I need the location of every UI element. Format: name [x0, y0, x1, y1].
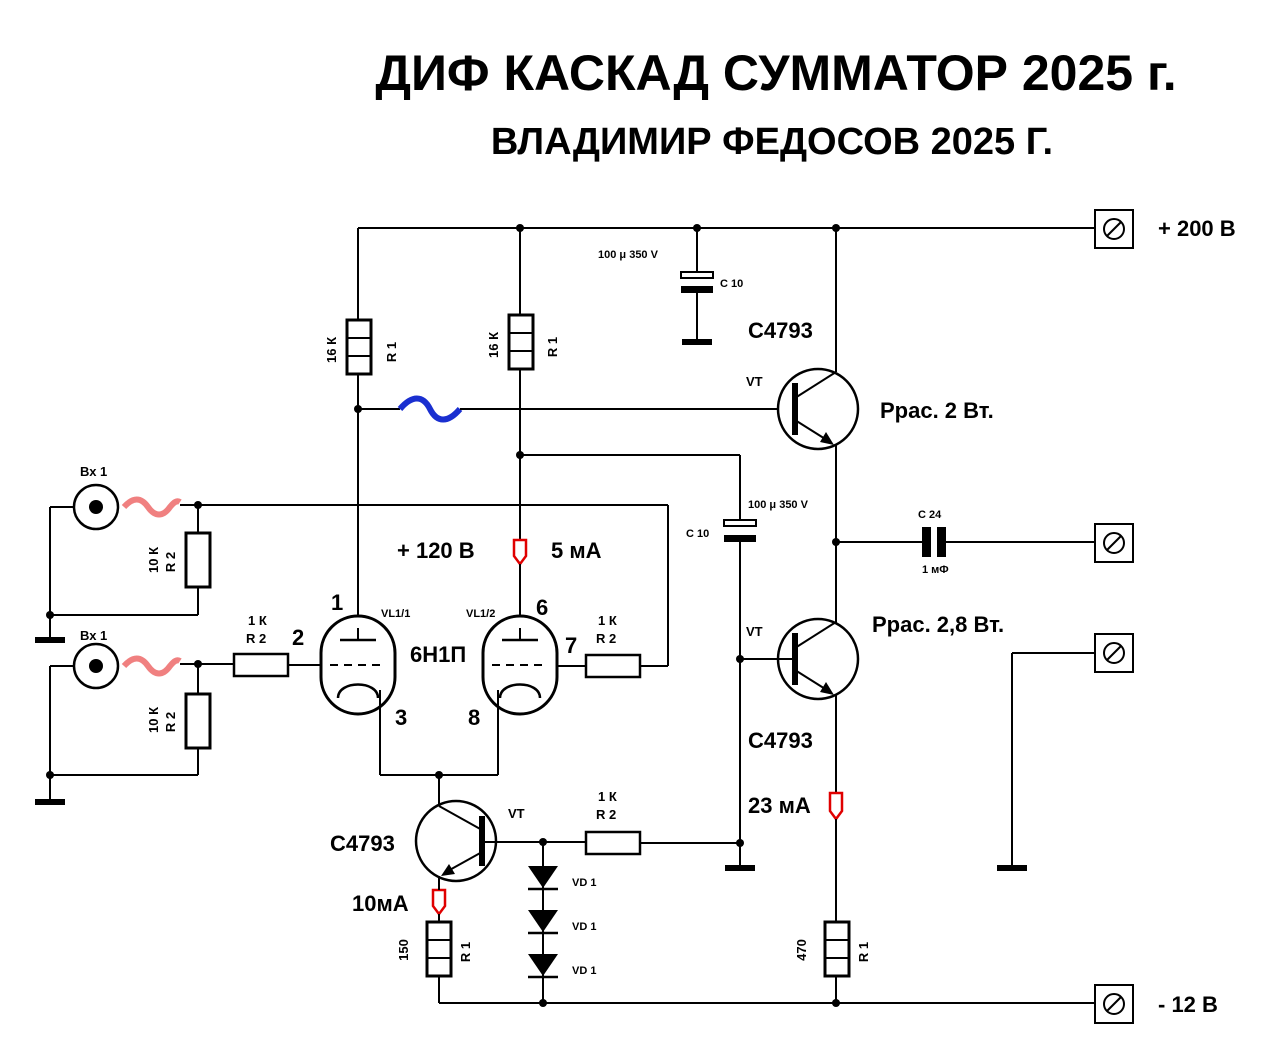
c10-mid-ref: С 10 [686, 528, 709, 540]
current-probe-23ma [828, 791, 844, 822]
diode-vd1-a [528, 866, 558, 891]
diode-vd1-c [528, 954, 558, 979]
vd1-label-a: VD 1 [572, 877, 596, 889]
c10-top-ref: С 10 [720, 278, 743, 290]
c10-mid-value: 100 μ 350 V [748, 499, 809, 511]
r1-right-ref: R 1 [545, 337, 560, 357]
input-jack-1[interactable] [72, 483, 120, 531]
pin-8: 8 [468, 705, 480, 730]
tube-left-section: VL1/1 [381, 608, 410, 620]
r2-base-value: 1 К [598, 789, 617, 804]
vd1-label-c: VD 1 [572, 965, 596, 977]
resistor-r1-150 [425, 920, 453, 978]
r2-in2-value: 10 К [146, 707, 161, 733]
resistor-r1-470 [823, 920, 851, 978]
signal-wave-blue [397, 395, 463, 423]
resistor-r2-in2 [184, 692, 212, 750]
vt-source-label: VT [508, 806, 525, 821]
pin-3: 3 [395, 705, 407, 730]
r1-150-value: 150 [396, 939, 411, 961]
pin-1: 1 [331, 590, 343, 615]
r2-grid-right-value: 1 К [598, 613, 617, 628]
resistor-r2-in1 [184, 531, 212, 589]
r1-left-value: 16 К [324, 337, 339, 363]
vd1-label-b: VD 1 [572, 921, 596, 933]
transistor-upper-label: C4793 [748, 318, 813, 343]
current-probe-5ma [512, 538, 528, 567]
resistor-r2-grid-right [584, 653, 642, 679]
pin-7: 7 [565, 633, 577, 658]
terminal-ground[interactable] [1094, 633, 1134, 673]
c24-value: 1 мФ [922, 564, 949, 576]
r2-grid-left-ref: R 2 [246, 631, 266, 646]
transistor-source-label: C4793 [330, 831, 395, 856]
r2-grid-right-ref: R 2 [596, 631, 616, 646]
input-2-label: Вх 1 [80, 628, 107, 643]
terminal-output[interactable] [1094, 523, 1134, 563]
resistor-r1-right [507, 313, 535, 371]
current-source-label: 10мА [352, 891, 409, 916]
r1-right-value: 16 К [486, 332, 501, 358]
c24-ref: С 24 [918, 509, 942, 521]
resistor-r1-left [345, 318, 373, 376]
pin-2: 2 [292, 625, 304, 650]
minus-rail-label: - 12 В [1158, 992, 1218, 1017]
input-1-label: Вх 1 [80, 464, 107, 479]
r1-150-ref: R 1 [458, 942, 473, 962]
vt-upper-label: VT [746, 374, 763, 389]
bottom-rail [439, 999, 1095, 1007]
pin-6: 6 [536, 595, 548, 620]
r1-470-ref: R 1 [856, 942, 871, 962]
resistor-r2-base [584, 830, 642, 856]
r1-470-value: 470 [794, 939, 809, 961]
plus-rail-label: + 200 В [1158, 216, 1236, 241]
top-rail [358, 224, 1095, 232]
r1-left-ref: R 1 [384, 342, 399, 362]
terminal-minus-12v[interactable] [1094, 984, 1134, 1024]
input-jack-2[interactable] [72, 642, 120, 690]
r2-in2-ref: R 2 [163, 712, 178, 732]
tube-right-section: VL1/2 [466, 608, 495, 620]
voltage-120v-label: + 120 В [397, 538, 475, 563]
current-probe-10ma [431, 888, 447, 917]
transistor-upper [776, 367, 860, 451]
resistor-r2-grid-left [232, 652, 290, 678]
current-output-label: 23 мА [748, 793, 811, 818]
power-lower-label: Ррас. 2,8 Вт. [872, 612, 1004, 637]
c10-top-value: 100 μ 350 V [598, 249, 659, 261]
transistor-source [414, 799, 498, 883]
signal-wave-input-2 [121, 655, 182, 677]
terminal-plus-200v[interactable] [1094, 209, 1134, 249]
tube-left [319, 614, 397, 716]
current-5ma-label: 5 мА [551, 538, 602, 563]
power-upper-label: Ррас. 2 Вт. [880, 398, 994, 423]
r2-in1-value: 10 К [146, 547, 161, 573]
transistor-lower-label: C4793 [748, 728, 813, 753]
r2-in1-ref: R 2 [163, 552, 178, 572]
signal-wave-input-1 [121, 496, 182, 518]
schematic-title: ДИФ КАСКАД СУММАТОР 2025 г. [375, 45, 1176, 101]
vt-lower-label: VT [746, 624, 763, 639]
tube-type-label: 6Н1П [410, 642, 466, 667]
diode-vd1-b [528, 910, 558, 935]
r2-base-ref: R 2 [596, 807, 616, 822]
r2-grid-left-value: 1 К [248, 613, 267, 628]
tube-right [481, 614, 559, 716]
schematic-subtitle: ВЛАДИМИР ФЕДОСОВ 2025 Г. [491, 121, 1053, 163]
